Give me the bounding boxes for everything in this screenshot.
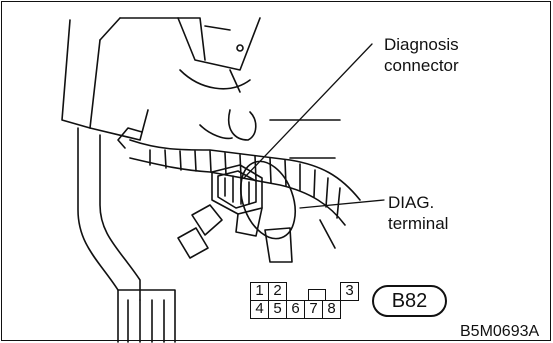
label-diagnosis-connector: Diagnosis connector	[384, 34, 459, 76]
label-diag-terminal-line1: DIAG.	[388, 193, 435, 212]
label-diag-terminal: DIAG. terminal	[388, 192, 448, 234]
label-diag-terminal-line2: terminal	[388, 214, 449, 233]
connector-code-badge: B82	[372, 285, 447, 317]
wiring-harness	[117, 109, 361, 249]
pin-4: 4	[250, 300, 269, 319]
pin-6: 6	[286, 300, 305, 319]
pin-7: 7	[304, 300, 323, 319]
connector-pin-diagram: 1 2 3 4 5 6 7 8	[250, 282, 364, 320]
pin-8: 8	[322, 300, 341, 319]
label-diagnosis-connector-line2: connector	[384, 56, 459, 75]
diagnosis-connector-drawing	[177, 160, 296, 263]
figure-reference: B5M0693A	[460, 323, 540, 340]
pin-1: 1	[250, 282, 269, 301]
pedal-arm	[77, 127, 176, 343]
pin-5: 5	[268, 300, 287, 319]
leader-lines	[243, 43, 385, 209]
pin-3: 3	[340, 282, 359, 301]
upper-panel	[61, 17, 261, 141]
label-diagnosis-connector-line1: Diagnosis	[384, 35, 459, 54]
pin-2: 2	[268, 282, 287, 301]
